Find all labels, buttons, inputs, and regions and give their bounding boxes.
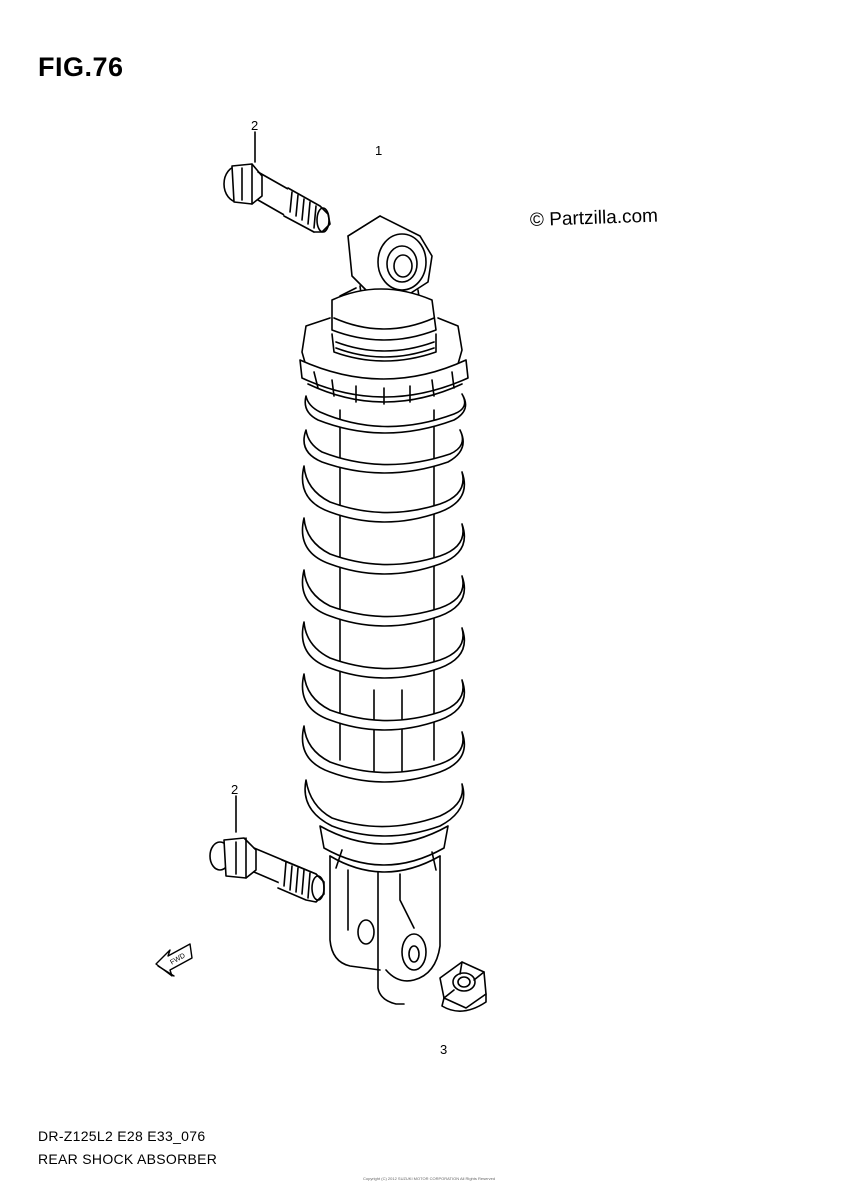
shock-upper-body[interactable] bbox=[299, 288, 469, 405]
bolt-top-drawing[interactable] bbox=[223, 163, 331, 233]
callout-nut[interactable]: 3 bbox=[440, 1042, 448, 1057]
shock-damper-body[interactable] bbox=[339, 409, 435, 781]
shock-lower-clevis[interactable] bbox=[319, 825, 449, 1005]
callout-bolt-bottom[interactable]: 2 bbox=[231, 782, 239, 797]
bolt-bottom-drawing[interactable] bbox=[209, 837, 325, 903]
nut-drawing[interactable] bbox=[439, 961, 487, 1012]
shock-coil-spring[interactable] bbox=[301, 393, 467, 837]
model-code: DR-Z125L2 E28 E33_076 bbox=[38, 1128, 206, 1144]
forward-direction-arrow-icon bbox=[155, 943, 193, 977]
copyright-fine-print: Copyright (C) 2012 SUZUKI MOTOR CORPORAT… bbox=[363, 1176, 496, 1181]
part-name: REAR SHOCK ABSORBER bbox=[38, 1151, 218, 1167]
figure-title: FIG.76 bbox=[38, 52, 124, 82]
callout-shock-absorber[interactable]: 1 bbox=[375, 143, 383, 158]
callout-bolt-top[interactable]: 2 bbox=[251, 118, 259, 133]
